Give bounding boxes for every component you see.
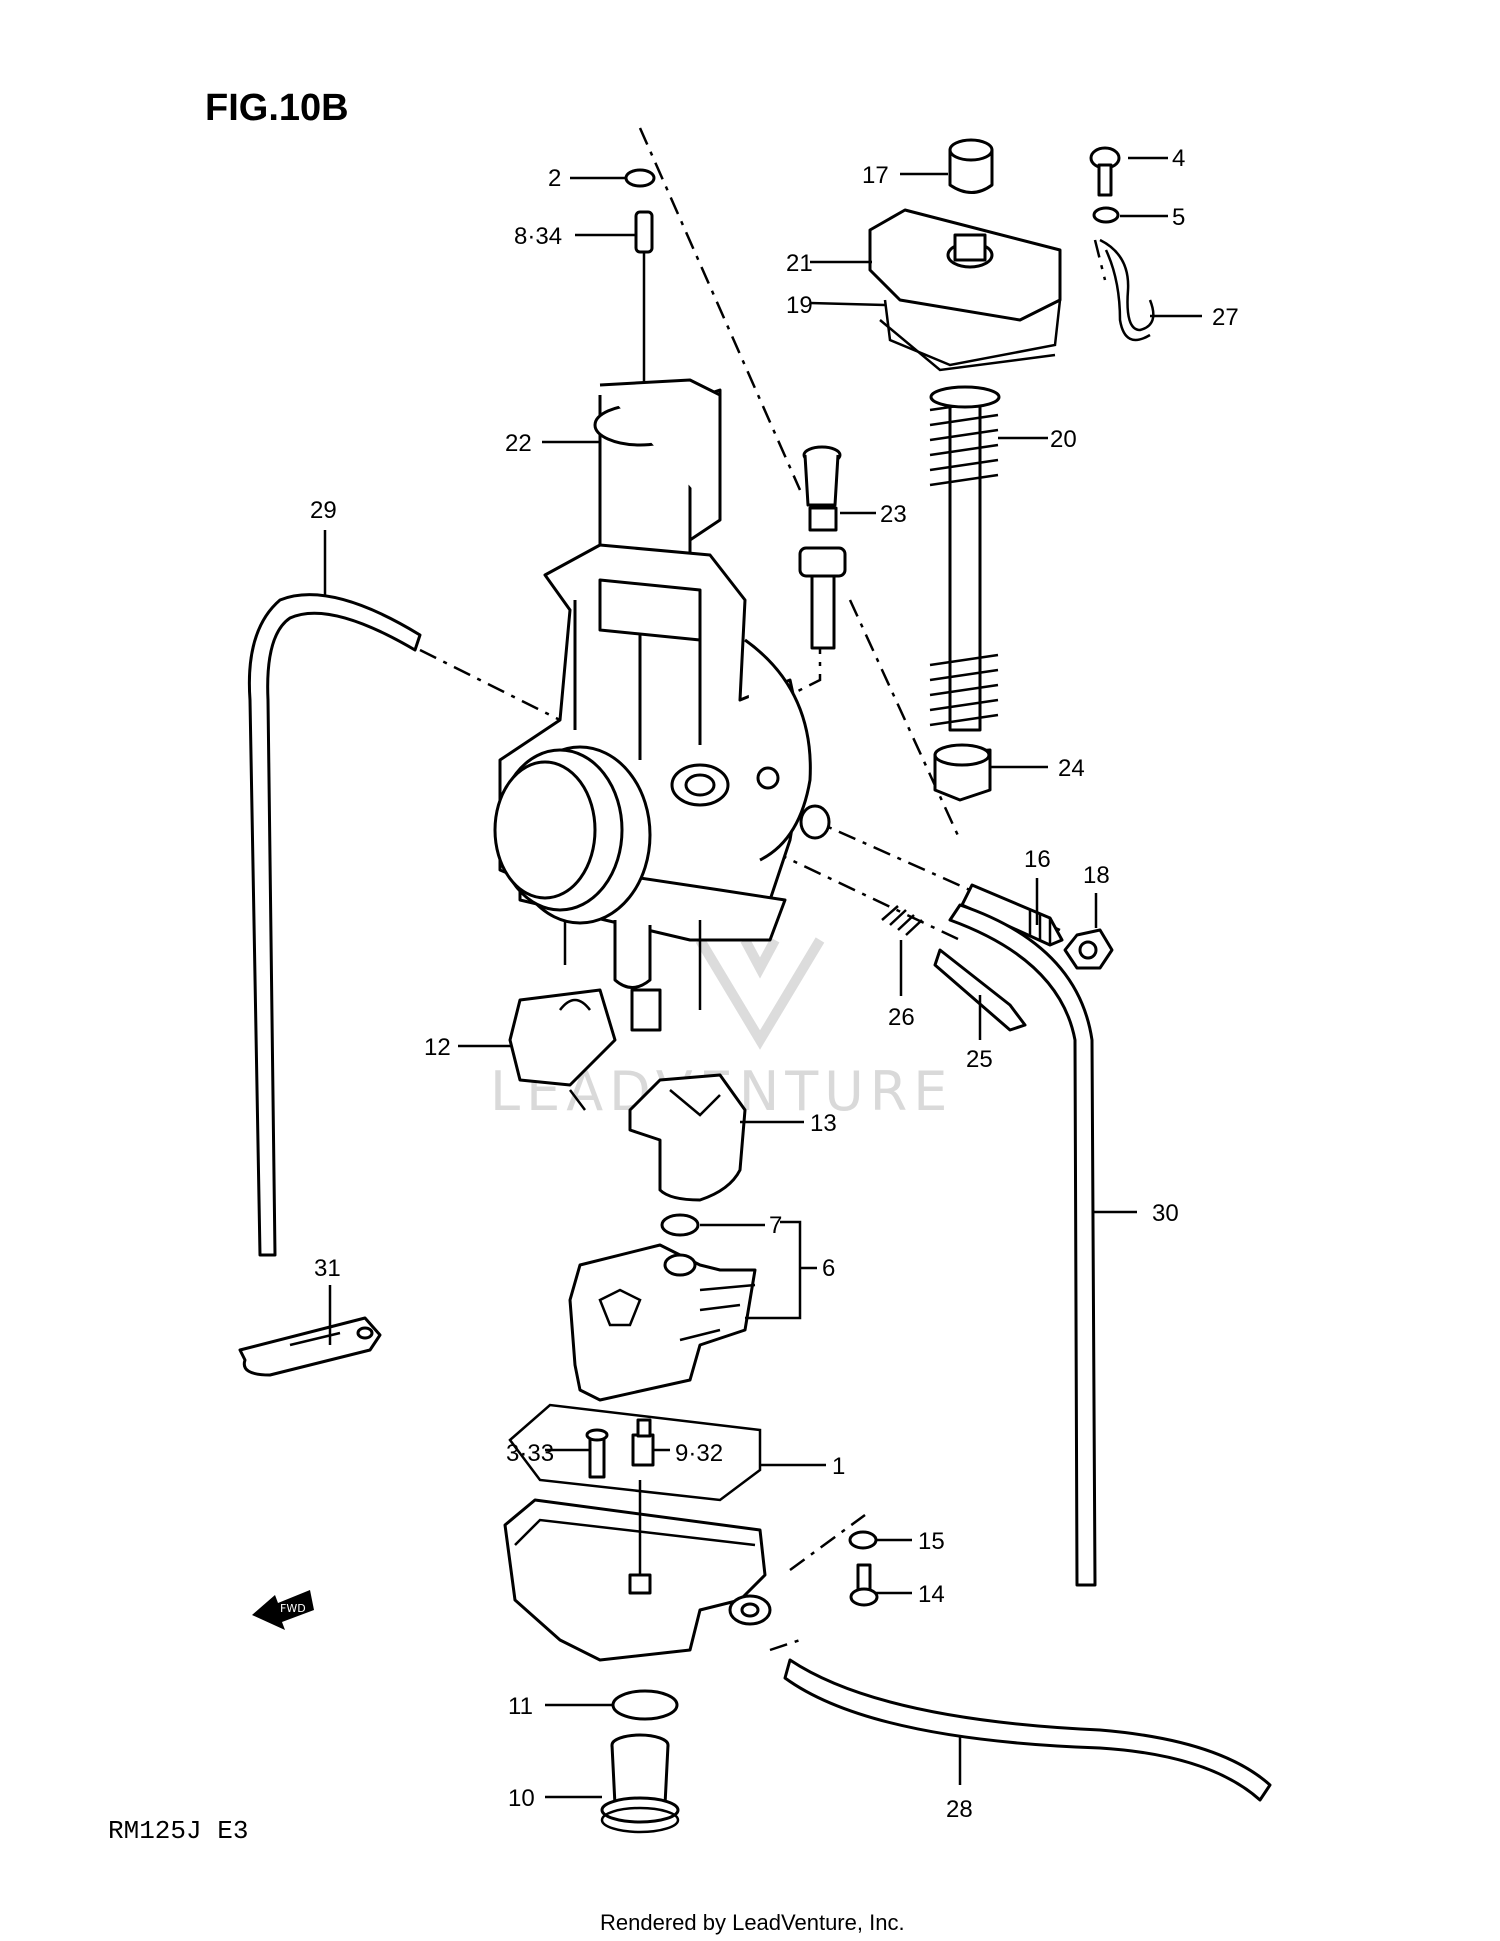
callout-labels: 2 8·34 22 17 21 19 4 5 27 20 23 24 16 18… — [310, 145, 1239, 1823]
callout-22: 22 — [505, 430, 532, 457]
callout-26: 26 — [888, 1004, 915, 1031]
callout-3-33: 3·33 — [506, 1440, 554, 1467]
part-17-cap — [948, 138, 994, 194]
carburetor-intake-bore — [493, 745, 652, 925]
callout-8-34: 8·34 — [514, 223, 562, 250]
part-8-34-jet-needle — [634, 210, 654, 395]
callout-20: 20 — [1050, 426, 1077, 453]
part-14-screw — [849, 1563, 879, 1607]
part-13-float — [628, 1073, 747, 1202]
part-9-32-pilot-jet — [631, 1418, 655, 1467]
part-7-o-ring — [660, 1213, 700, 1237]
callout-19: 19 — [786, 292, 813, 319]
callout-2: 2 — [548, 165, 561, 192]
callout-13: 13 — [810, 1110, 837, 1137]
callout-leaders — [323, 156, 1202, 1799]
callout-4: 4 — [1172, 145, 1185, 172]
svg-text:FWD: FWD — [280, 1602, 306, 1615]
part-15-washer — [848, 1530, 878, 1550]
model-code: RM125J E3 — [108, 1816, 248, 1846]
part-2-clip — [624, 168, 656, 188]
part-25-pilot-screw — [933, 948, 1027, 1032]
figure-title: FIG.10B — [205, 87, 349, 129]
part-24-spring-clip — [933, 743, 992, 802]
callout-12: 12 — [424, 1034, 451, 1061]
callout-7: 7 — [769, 1212, 782, 1239]
callout-14: 14 — [918, 1581, 945, 1608]
part-29-tube — [247, 593, 422, 1257]
part-28-tube — [783, 1658, 1272, 1802]
callout-31: 31 — [314, 1255, 341, 1282]
callout-21: 21 — [786, 250, 813, 277]
part-27-clip — [1099, 238, 1155, 342]
callout-5: 5 — [1172, 204, 1185, 231]
callout-30: 30 — [1152, 1200, 1179, 1227]
callout-25: 25 — [966, 1046, 993, 1073]
part-6-float-chamber-body — [568, 1243, 757, 1402]
part-4-screw — [1089, 146, 1121, 197]
callout-27: 27 — [1212, 304, 1239, 331]
fwd-arrow-icon: FWD — [252, 1590, 314, 1630]
callout-28: 28 — [946, 1796, 973, 1823]
part-10-drain-plug — [600, 1733, 680, 1834]
callout-11: 11 — [508, 1693, 533, 1720]
part-21-top-cover — [868, 208, 1062, 372]
callout-18: 18 — [1083, 862, 1110, 889]
footer-credit: Rendered by LeadVenture, Inc. — [600, 1910, 905, 1935]
callout-23: 23 — [880, 501, 907, 528]
callout-16: 16 — [1024, 846, 1051, 873]
part-30-tube — [948, 903, 1097, 1587]
part-26-spring — [881, 905, 923, 936]
part-3-33-main-jet — [585, 1428, 609, 1479]
part-23-starter-plunger — [798, 445, 847, 650]
callout-24: 24 — [1058, 755, 1085, 782]
callout-9-32: 9·32 — [675, 1440, 723, 1467]
callout-1: 1 — [832, 1453, 845, 1480]
part-5-washer — [1092, 206, 1120, 224]
callout-17: 17 — [862, 162, 889, 189]
callout-10: 10 — [508, 1785, 535, 1812]
part-12-part — [508, 988, 617, 1111]
part-18-nut — [1063, 928, 1114, 970]
part-11-o-ring — [611, 1689, 679, 1721]
part-20-cable-tube — [929, 385, 1001, 732]
callout-15: 15 — [918, 1528, 945, 1555]
part-1-float-bowl — [503, 1403, 772, 1662]
callout-6: 6 — [822, 1255, 835, 1282]
part-31-bracket — [238, 1316, 382, 1377]
callout-29: 29 — [310, 497, 337, 524]
